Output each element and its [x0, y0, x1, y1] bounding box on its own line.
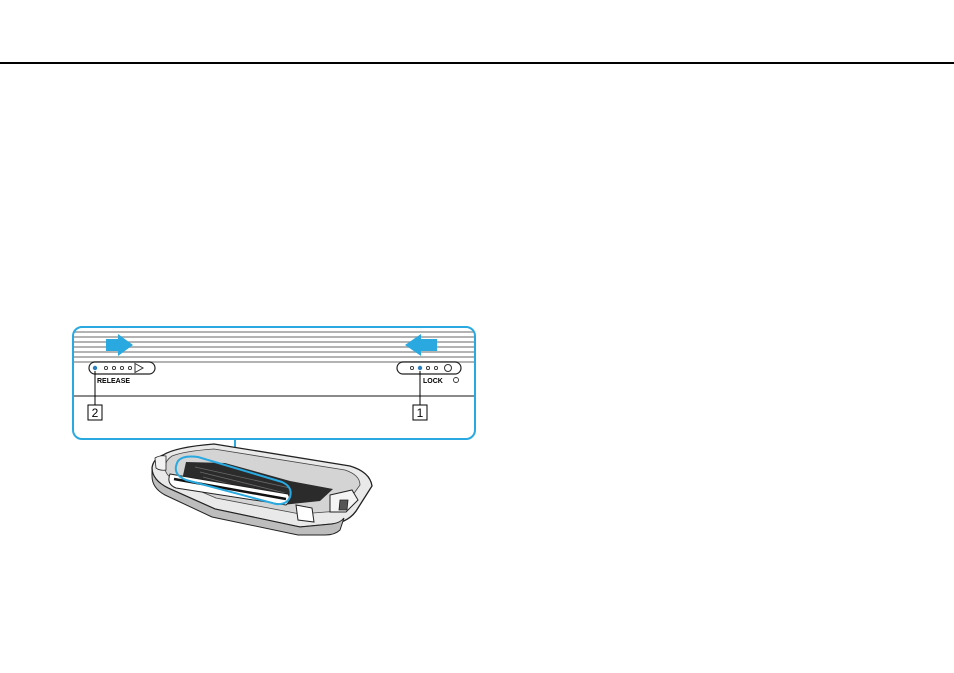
lock-label: LOCK [423, 378, 443, 385]
callout-2: 2 [88, 405, 102, 420]
release-label: RELEASE [97, 378, 130, 385]
svg-text:2: 2 [92, 406, 99, 420]
release-switch [89, 362, 155, 374]
callout-1: 1 [413, 405, 427, 420]
lock-switch [397, 362, 461, 374]
svg-text:1: 1 [417, 406, 424, 420]
detail-panel: RELEASE LOCK 2 1 [70, 327, 478, 439]
